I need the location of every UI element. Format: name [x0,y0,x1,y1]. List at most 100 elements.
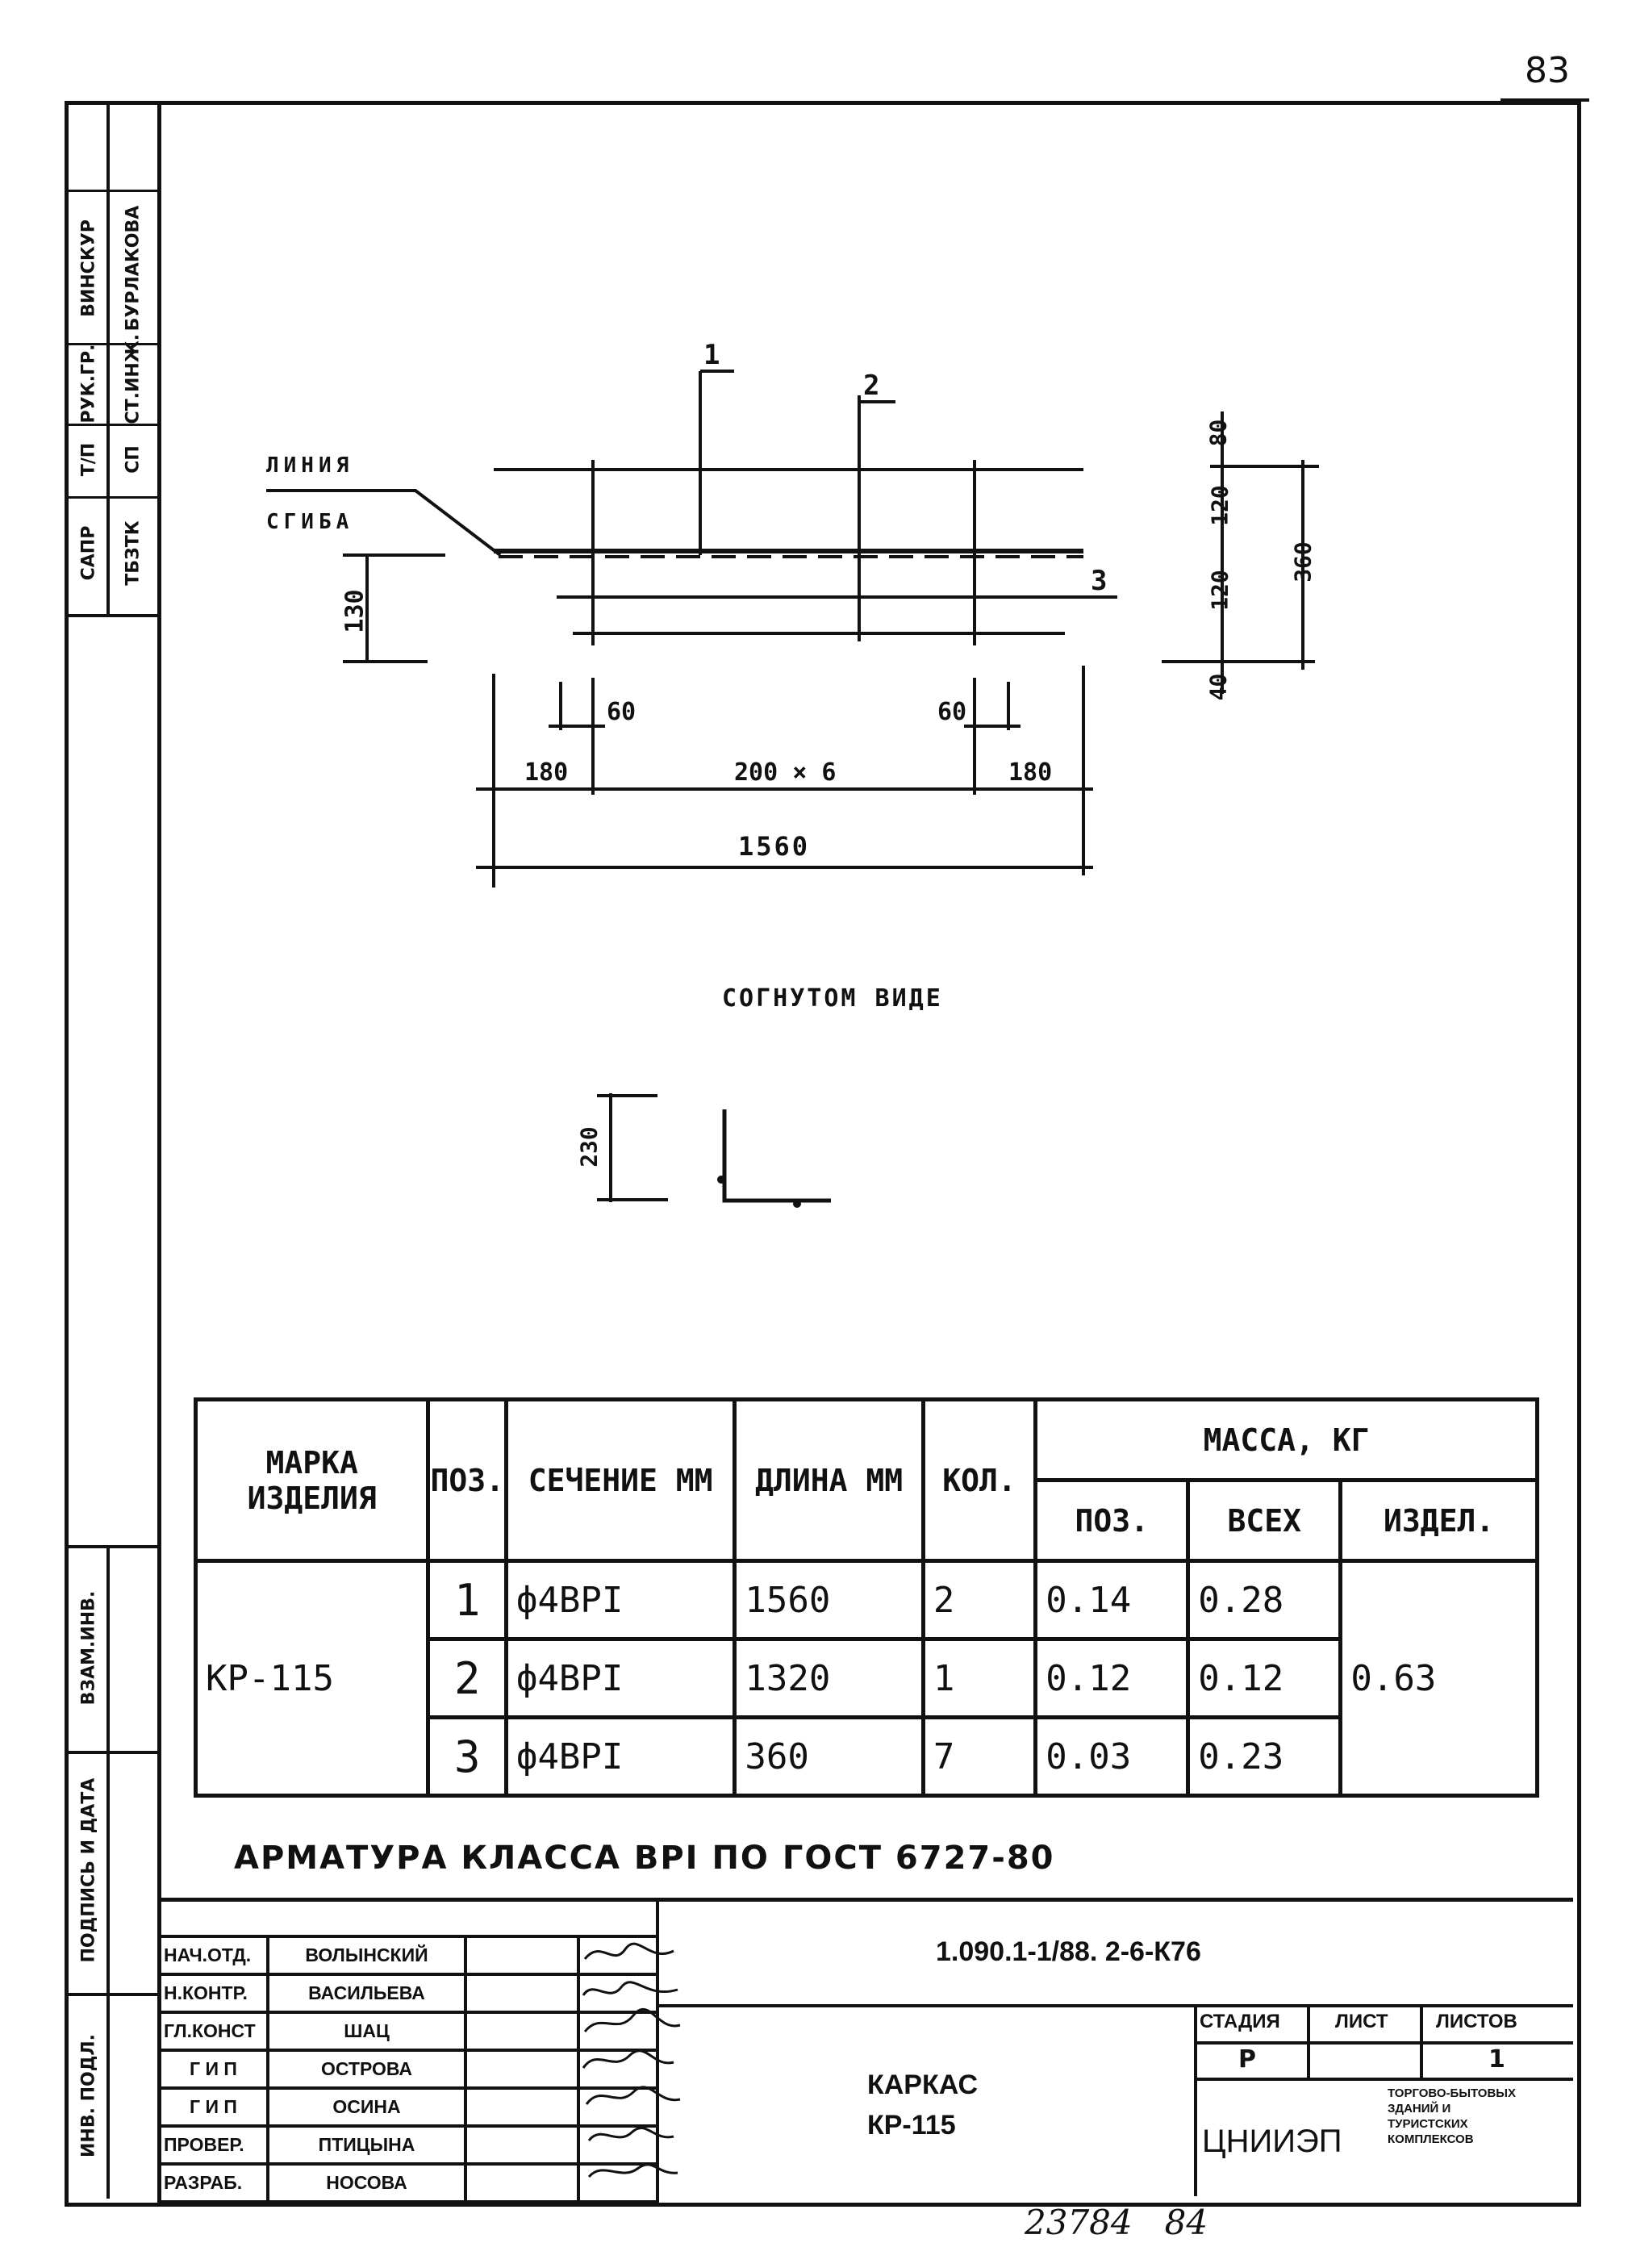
signer-row: РАЗРАБ.НОСОВА [157,2162,659,2203]
document-code: 1.090.1-1/88. 2-6-К76 [936,1936,1201,1967]
signer-role: ГЛ.КОНСТ [157,2011,269,2052]
header-mass-pos: ПОЗ. [1033,1478,1191,1563]
dim-230: 230 [575,1126,603,1167]
date-cell [577,2011,659,2052]
signature-scribble [583,2008,681,2032]
cell-mass-all: 0.28 [1186,1559,1343,1641]
cell-mass-item: 0.63 [1338,1559,1539,1798]
signer-name: НОСОВА [266,2162,467,2203]
side-stamp-cell: РУК.ГР. [78,344,99,424]
signatures [582,1942,681,2178]
title-block-stage-col [1307,2004,1310,2078]
cell-section: ф4ВРI [503,1715,737,1798]
signer-role: Г И П [157,2086,269,2128]
side-stamp-divider [106,101,110,617]
dim-40: 40 [1204,673,1232,701]
title-block-hline [656,2004,1573,2007]
title-block-stage-row [1194,2078,1573,2081]
rebar-drawing [266,370,1319,1208]
bend-line-label: ЛИНИЯ [266,453,354,478]
bent-view-caption: СОГНУТОМ ВИДЕ [722,984,943,1013]
signer-name: ОСТРОВА [266,2049,467,2090]
sheets-value: 1 [1488,2045,1505,2074]
side-stamp-bottom-line [65,614,157,617]
dim-130: 130 [340,589,369,633]
cell-pos: 1 [426,1559,508,1641]
specification-table: МАРКА ИЗДЕЛИЯ ПОЗ. СЕЧЕНИЕ ММ ДЛИНА ММ К… [193,1397,1539,1798]
item-title: КАРКАС [867,2070,978,2100]
header-length: ДЛИНА ММ [733,1397,925,1563]
cell-qty: 7 [920,1715,1038,1798]
page-number-underline [1501,98,1589,102]
side-stamp-row-line [65,1993,157,1996]
cell-mass-all: 0.12 [1186,1637,1343,1719]
organization: ЦНИИЭП [1202,2124,1342,2159]
dim-60-right: 60 [937,698,967,726]
position-label-1: 1 [703,339,720,371]
dim-120-b: 120 [1206,570,1233,611]
bend-line-label: СГИБА [266,510,354,534]
signature-cell [464,2086,580,2128]
date-cell [577,2162,659,2203]
side-stamp-cell: ВИНСКУР [78,219,99,317]
title-block-right-divider [1194,2004,1197,2196]
side-stamp-cell: ПОДПИСЬ И ДАТА [78,1777,99,1963]
cell-section: ф4ВРI [503,1637,737,1719]
signer-name: ПТИЦЫНА [266,2124,467,2166]
bend-line-leader [266,489,502,557]
signature-scribble [582,1981,678,1996]
sheet-label: ЛИСТ [1335,2011,1388,2032]
cell-section: ф4ВРI [503,1559,737,1641]
header-mass-all: ВСЕХ [1186,1478,1343,1563]
side-stamp-divider [106,1545,110,2199]
side-stamp-top-line [65,1545,157,1548]
cell-pos: 2 [426,1637,508,1719]
signature-scribble [587,2126,674,2141]
sheet-frame [65,101,1581,2207]
side-stamp-cell: ВЗАМ.ИНВ. [78,1590,99,1706]
bent-bar [722,1109,831,1203]
side-stamp-cell: ИНВ. ПОДЛ. [78,2034,99,2157]
signer-name: ВАСИЛЬЕВА [266,1973,467,2014]
dim-180-left: 180 [524,758,569,787]
table-row: 3 ф4ВРI 360 7 0.03 0.23 [196,1715,1538,1798]
signer-name: ВОЛЫНСКИЙ [266,1935,467,1976]
frame-inner-line [157,101,161,2203]
title-block-stage-col [1420,2004,1423,2078]
signature-scribble [587,2163,678,2178]
side-stamp-row-line [65,190,157,192]
position-label-2: 2 [863,370,880,402]
side-stamp-cell: БУРЛАКОВА [123,205,144,332]
signer-role: НАЧ.ОТД. [157,1935,269,1976]
position-label-3: 3 [1091,565,1108,597]
table-row: КР-115 1 ф4ВРI 1560 2 0.14 0.28 0.63 [193,1559,1539,1798]
dim-120-a: 120 [1206,485,1233,526]
cell-mass-all: 0.23 [1186,1715,1343,1798]
title-block-stage-row [1194,2041,1573,2045]
header-qty: КОЛ. [920,1397,1038,1563]
signature-cell [464,2162,580,2203]
signature-scribble [583,1942,674,1960]
title-block [157,1898,1573,2200]
bent-bar-dot [793,1200,801,1208]
header-mass-item: ИЗДЕЛ. [1338,1478,1539,1563]
steel-class-note: АРМАТУРА КЛАССА ВРI ПО ГОСТ 6727-80 [234,1840,1055,1877]
signature-scribble [585,2086,681,2105]
organization-description: ТОРГОВО-БЫТОВЫХ ЗДАНИЙ И ТУРИСТСКИХ КОМП… [1388,2086,1517,2146]
cell-length: 1320 [733,1637,925,1719]
signer-row: ПРОВЕР.ПТИЦЫНА [157,2124,659,2166]
bottom-note: 23784 84 [1025,2203,1208,2242]
title-block-code-divider [656,1898,659,2196]
side-stamp-cell: САПР [78,525,99,581]
table-row: 2 ф4ВРI 1320 1 0.12 0.12 [196,1637,1538,1719]
signature-cell [464,2049,580,2090]
side-stamp-cell: СП [123,445,144,474]
cell-pos: 3 [426,1715,508,1798]
date-cell [577,2086,659,2128]
signer-row: Н.КОНТР.ВАСИЛЬЕВА [157,1973,659,2014]
dim-80: 80 [1204,419,1232,447]
header-mark: МАРКА ИЗДЕЛИЯ [193,1397,431,1563]
dim-60-left: 60 [607,698,637,726]
